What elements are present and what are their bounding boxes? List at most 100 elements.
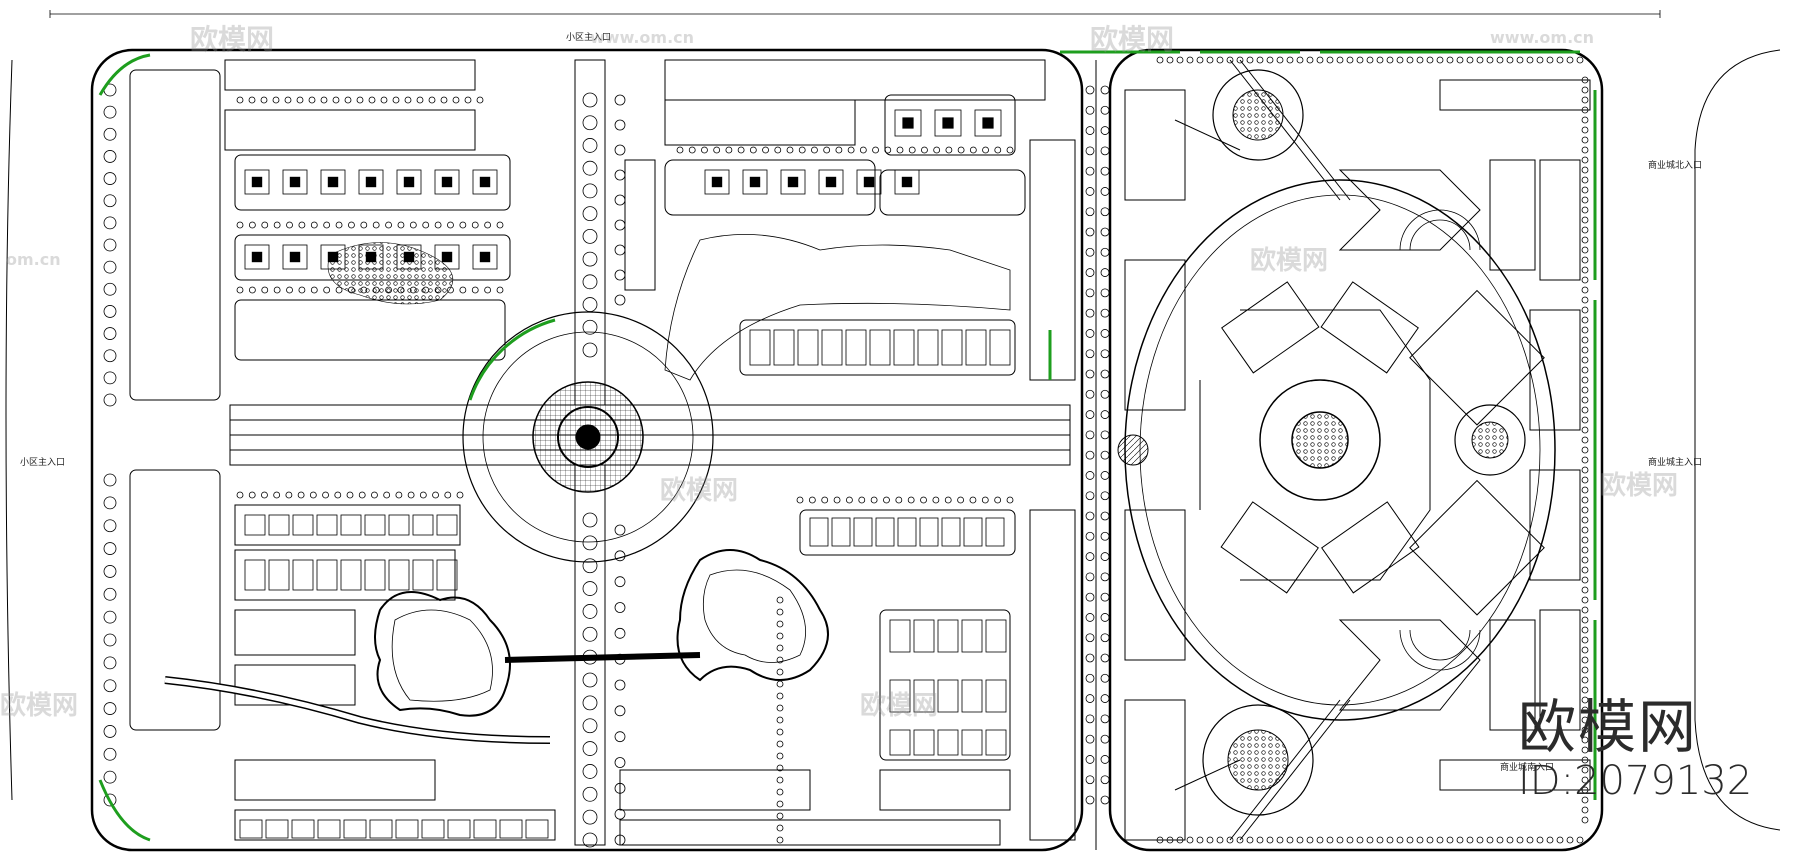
tree-symbol	[1085, 694, 1095, 703]
tree-symbol	[1556, 836, 1564, 844]
tree-symbol	[1581, 346, 1589, 354]
plaza-green-arc	[468, 318, 556, 401]
tree-symbol	[1581, 166, 1589, 174]
tree-symbol	[582, 138, 598, 153]
terrace-house	[265, 819, 289, 839]
tree-symbol	[103, 565, 117, 578]
tree-symbol	[103, 305, 117, 318]
tree-symbol	[1581, 176, 1589, 184]
tree-symbol	[261, 221, 269, 229]
tree-symbol	[368, 96, 376, 104]
tree-symbol	[248, 221, 256, 229]
tree-symbol	[582, 604, 598, 619]
tree-symbol	[614, 627, 626, 639]
unit-core	[901, 176, 913, 188]
tree-symbol	[933, 146, 941, 154]
tree-symbol	[1581, 236, 1589, 244]
tree-symbol	[310, 221, 318, 229]
tree-symbol	[1100, 85, 1110, 95]
tree-symbol	[614, 144, 626, 156]
watermark-brand-bottom-left: 欧模网	[0, 691, 79, 721]
unit-block	[472, 169, 498, 195]
tree-symbol	[1085, 795, 1095, 805]
tree-symbol	[348, 221, 355, 229]
tree-symbol	[1085, 613, 1095, 622]
tree-symbol	[582, 535, 598, 551]
tree-symbol	[776, 812, 784, 820]
tree-symbol	[1476, 56, 1484, 64]
terrace-house	[340, 514, 362, 536]
tree-symbol	[1085, 552, 1095, 561]
right-road-curve	[1694, 49, 1781, 831]
unit-core	[289, 176, 301, 188]
tree-symbol	[614, 705, 626, 717]
west-lake-inner	[391, 609, 493, 702]
tree-symbol	[103, 238, 117, 252]
tree-symbol	[332, 96, 340, 104]
terrace-house	[853, 517, 873, 547]
watermark-brand-top-left: 欧模网	[190, 23, 275, 56]
watermark-brand-right: 欧模网	[1600, 471, 1679, 501]
tree-symbol	[994, 496, 1002, 504]
central-boulevard	[229, 59, 1071, 846]
tree-symbol	[1085, 531, 1095, 541]
tree-symbol	[103, 327, 117, 340]
tree-symbol	[614, 169, 626, 181]
tree-symbol	[1581, 796, 1589, 804]
terrace-house	[797, 329, 819, 366]
unit-block	[974, 109, 1002, 137]
tree-symbol	[103, 349, 117, 363]
tree-symbol	[1346, 56, 1354, 64]
tree-symbol	[1085, 207, 1095, 217]
tree-symbol	[1581, 376, 1589, 384]
tree-symbol	[1581, 466, 1589, 474]
unit-core	[749, 176, 761, 188]
tree-symbol	[1085, 187, 1095, 196]
tree-symbol	[614, 550, 626, 562]
tree-symbol	[614, 219, 626, 231]
tree-symbol	[1085, 288, 1095, 298]
tree-symbol	[103, 260, 117, 274]
tree-symbol	[1456, 836, 1464, 844]
tree-symbol	[1085, 105, 1095, 115]
tree-symbol	[823, 146, 831, 154]
tree-symbol	[1206, 836, 1214, 844]
tree-symbol	[1581, 206, 1589, 214]
terrace-house	[919, 517, 939, 547]
tree-symbol	[1581, 436, 1589, 444]
watermark-brand-top-right: 欧模网	[1090, 23, 1175, 56]
diagonal-roads	[1174, 59, 1351, 841]
tree-symbol	[1100, 694, 1110, 703]
tree-symbol	[356, 96, 364, 104]
unit-block	[244, 244, 270, 270]
commercial-round-plazas	[1117, 69, 1526, 816]
tree-symbol	[1581, 556, 1589, 564]
tree-symbol	[1276, 836, 1284, 844]
tree-symbol	[1581, 526, 1589, 534]
tree-symbol	[582, 319, 598, 335]
watermark-url-top-right: www.om.cn	[1490, 28, 1595, 47]
tree-symbol	[582, 718, 598, 734]
tree-symbol	[459, 286, 467, 294]
tree-symbol	[1100, 775, 1110, 785]
tree-symbol	[1085, 633, 1095, 643]
tree-symbol	[1581, 196, 1589, 204]
tree-symbol	[762, 146, 769, 154]
tree-symbol	[346, 491, 354, 499]
terrace-house	[525, 819, 549, 839]
tree-symbol	[1581, 816, 1589, 824]
tree-symbol	[582, 695, 598, 711]
tree-symbol	[776, 728, 784, 736]
terrace-house	[831, 517, 851, 547]
watermark-id: ID:2079132	[1518, 758, 1753, 804]
tree-symbol	[440, 96, 448, 104]
tree-symbol	[582, 342, 598, 358]
tree-symbol	[1085, 755, 1095, 764]
central-plaza	[462, 311, 714, 563]
tree-symbol	[582, 832, 598, 848]
watermark-brand-large: 欧模网	[1518, 693, 1699, 761]
tree-symbol	[1581, 686, 1589, 694]
tree-symbol	[614, 94, 626, 106]
tree-symbol	[1100, 105, 1110, 115]
